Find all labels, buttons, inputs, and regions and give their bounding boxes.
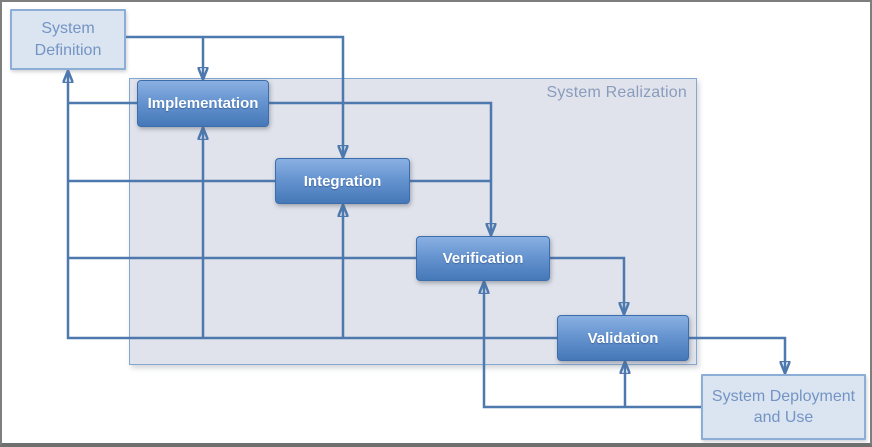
node-validation-label: Validation — [587, 329, 659, 347]
node-validation: Validation — [557, 315, 689, 361]
node-integration: Integration — [275, 158, 410, 204]
node-system-definition-label: System Definition — [34, 20, 102, 59]
node-system-deployment-label: System Deployment and Use — [711, 387, 856, 426]
node-verification-label: Verification — [442, 250, 524, 267]
node-system-deployment: System Deployment and Use — [701, 374, 866, 440]
node-implementation: Implementation — [137, 80, 269, 127]
node-system-definition: System Definition — [10, 9, 126, 70]
connector-validation-to-deployment — [689, 336, 785, 372]
node-verification: Verification — [416, 236, 550, 281]
node-integration-label: Integration — [303, 172, 382, 190]
container-label: System Realization — [546, 84, 687, 101]
node-implementation-label: Implementation — [147, 95, 259, 112]
